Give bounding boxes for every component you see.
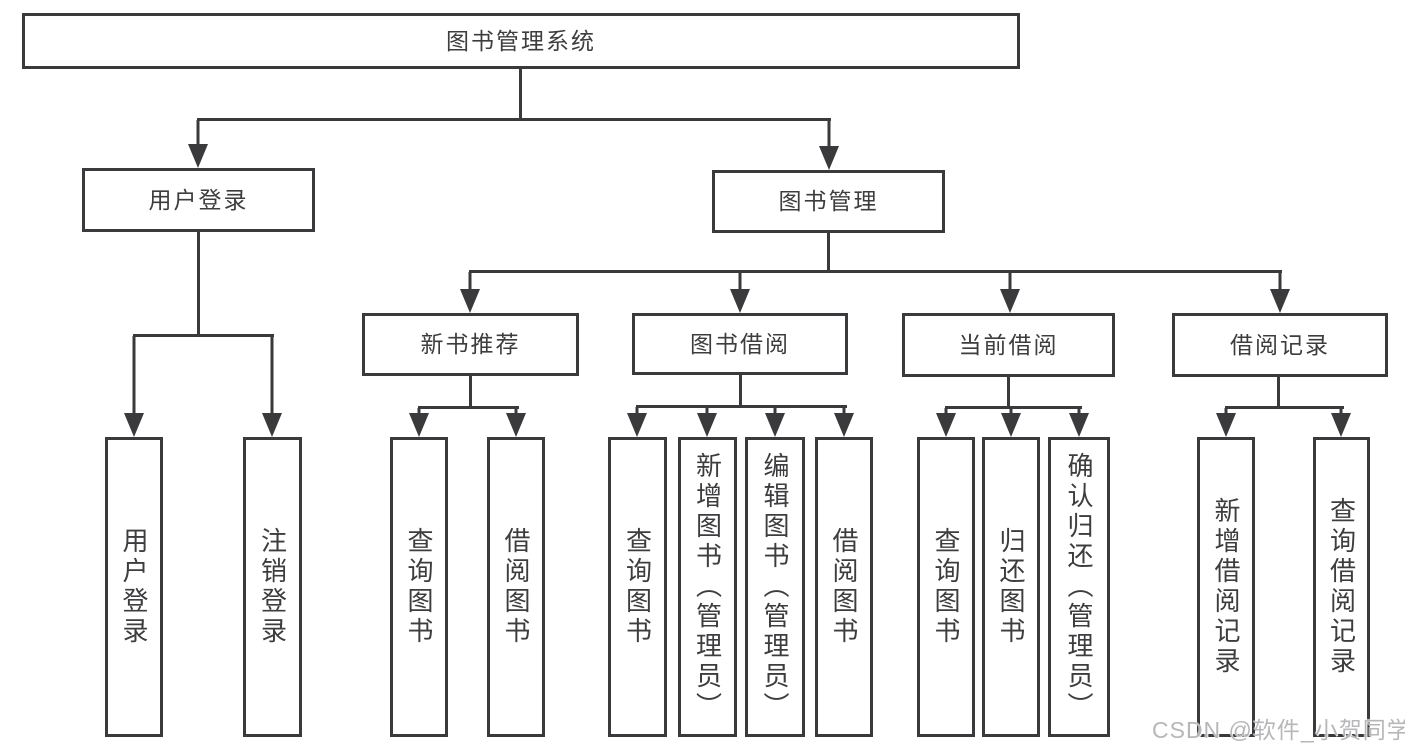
- node-book-borrow-label: 图书借阅: [690, 330, 790, 357]
- connector-vline: [1277, 377, 1280, 408]
- node-user-login: 用户登录: [82, 168, 315, 232]
- connector-hline: [133, 334, 274, 337]
- arrow-down-icon: [730, 272, 750, 313]
- leaf-label: 查询借阅记录: [1326, 497, 1357, 677]
- arrow-down-icon: [1331, 408, 1351, 437]
- arrow-down-icon: [1001, 408, 1021, 437]
- leaf-query-borrow-record: 查询借阅记录: [1313, 437, 1370, 737]
- leaf-borrow-books: 借阅图书: [815, 437, 873, 737]
- leaf-label: 查询图书: [622, 527, 653, 647]
- node-user-login-label: 用户登录: [148, 186, 249, 213]
- node-book-management: 图书管理: [712, 170, 945, 233]
- connector-vline: [197, 232, 200, 337]
- node-root-label: 图书管理系统: [446, 27, 596, 54]
- leaf-confirm-return-admin: 确认归还（管理员）: [1048, 437, 1110, 737]
- arrow-down-icon: [765, 407, 785, 437]
- node-book-borrow: 图书借阅: [632, 313, 848, 375]
- arrow-down-icon: [936, 408, 956, 437]
- connector-hline: [197, 118, 831, 121]
- node-borrow-records-label: 借阅记录: [1230, 331, 1330, 358]
- arrow-down-icon: [834, 407, 854, 437]
- arrow-down-icon: [124, 336, 144, 437]
- arrow-down-icon: [409, 408, 429, 437]
- leaf-query-books-recommend: 查询图书: [390, 437, 448, 737]
- arrow-down-icon: [262, 336, 282, 437]
- connector-hline: [469, 270, 1282, 273]
- node-root: 图书管理系统: [22, 13, 1020, 69]
- leaf-label: 新增借阅记录: [1211, 497, 1241, 677]
- arrow-down-icon: [1270, 272, 1290, 313]
- node-current-borrow: 当前借阅: [902, 313, 1115, 377]
- leaf-logout: 注销登录: [243, 437, 302, 737]
- connector-vline: [519, 68, 522, 120]
- leaf-return-books: 归还图书: [982, 437, 1040, 737]
- leaf-borrow-books-recommend: 借阅图书: [487, 437, 545, 737]
- leaf-query-books-borrow: 查询图书: [608, 437, 667, 737]
- connector-hline: [1225, 406, 1344, 409]
- leaf-label: 借阅图书: [501, 527, 531, 647]
- connector-vline: [739, 375, 742, 408]
- arrow-down-icon: [460, 272, 480, 313]
- leaf-label: 查询图书: [404, 527, 434, 647]
- arrow-down-icon: [697, 407, 717, 437]
- arrow-down-icon: [188, 120, 208, 168]
- node-book-management-label: 图书管理: [778, 188, 879, 214]
- arrow-down-icon: [1069, 408, 1089, 437]
- arrow-down-icon: [1000, 272, 1020, 313]
- leaf-label: 归还图书: [996, 527, 1026, 647]
- connector-hline: [418, 406, 519, 409]
- arrow-down-icon: [1216, 408, 1236, 437]
- leaf-label: 注销登录: [257, 527, 288, 647]
- node-borrow-records: 借阅记录: [1172, 313, 1388, 377]
- arrow-down-icon: [819, 120, 839, 170]
- node-current-borrow-label: 当前借阅: [958, 331, 1059, 358]
- node-new-book-recommend-label: 新书推荐: [420, 331, 521, 357]
- connector-vline: [1007, 377, 1010, 408]
- leaf-label: 用户登录: [119, 527, 149, 647]
- node-new-book-recommend: 新书推荐: [362, 313, 579, 376]
- arrow-down-icon: [506, 408, 526, 437]
- leaf-label: 新增图书（管理员）: [692, 452, 723, 722]
- leaf-add-books-admin: 新增图书（管理员）: [678, 437, 737, 737]
- leaf-user-login: 用户登录: [105, 437, 163, 737]
- connector-hline: [636, 405, 847, 408]
- leaf-edit-books-admin: 编辑图书（管理员）: [745, 437, 805, 737]
- csdn-watermark: CSDN @软件_小贺同学: [1152, 717, 1405, 743]
- leaf-label: 编辑图书（管理员）: [760, 452, 790, 722]
- connector-vline: [469, 376, 472, 409]
- connector-vline: [827, 233, 830, 273]
- leaf-label: 确认归还（管理员）: [1064, 452, 1094, 722]
- leaf-label: 借阅图书: [829, 527, 859, 647]
- leaf-query-books-current: 查询图书: [917, 437, 975, 737]
- leaf-label: 查询图书: [931, 527, 961, 647]
- leaf-add-borrow-record: 新增借阅记录: [1197, 437, 1255, 737]
- arrow-down-icon: [627, 407, 647, 437]
